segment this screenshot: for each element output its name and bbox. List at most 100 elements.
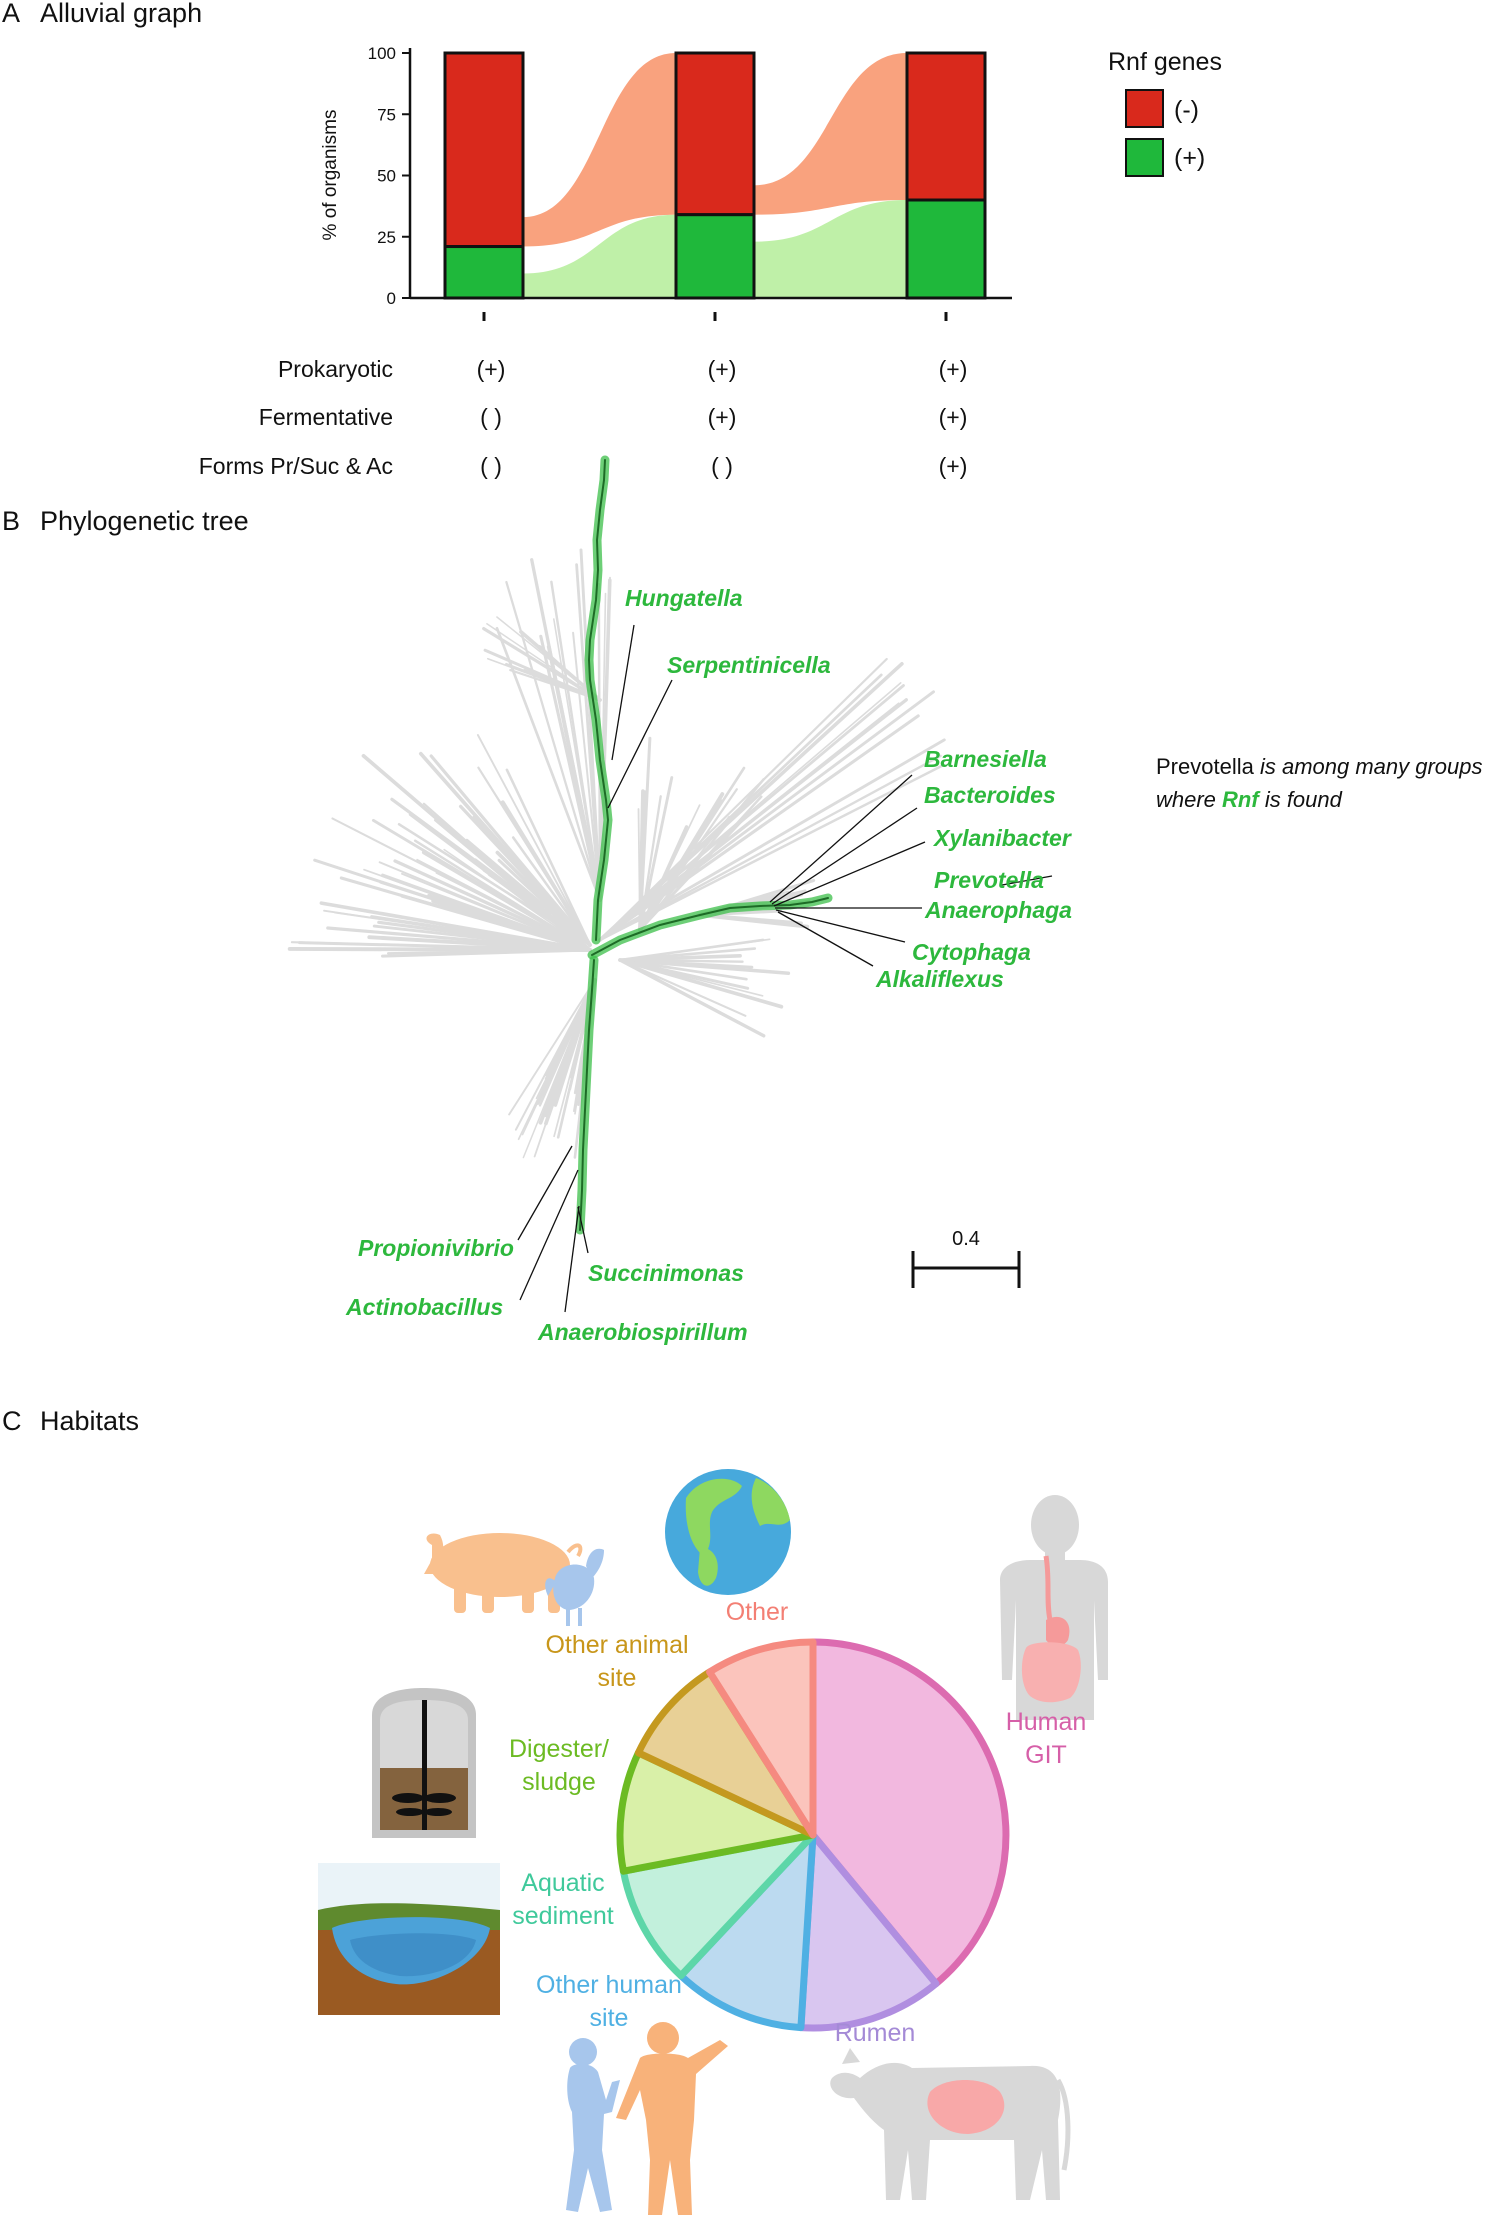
tree-branches-highlighted (575, 455, 833, 1235)
leader-cytophaga (775, 909, 906, 943)
x-axis-ticks (482, 312, 948, 321)
taxon-anaerophaga: Anaerophaga (924, 897, 1072, 923)
habitat-labels: Human GIT Rumen Other human site Aquatic… (509, 1598, 1086, 2047)
gray-branch-4-14 (638, 766, 746, 932)
leader-anaerobiospirillum (564, 1205, 580, 1313)
habitat-label-aquatic-line1: Aquatic (521, 1869, 604, 1897)
pie-slice-human-git (809, 1638, 1010, 1988)
bar-positive-1 (443, 245, 525, 300)
pie-slice-aquatic-sediment (619, 1831, 817, 1980)
row1-col2: (+) (708, 356, 737, 382)
habitat-label-digester-line1: Digester/ (509, 1735, 609, 1763)
gray-branch-1-15 (505, 768, 592, 947)
bar-negative-2 (674, 51, 756, 217)
row2-col3: (+) (939, 404, 968, 430)
bar-negative-1 (443, 51, 525, 249)
gray-branch-2-8 (572, 631, 601, 901)
habitat-label-aquatic-line2: sediment (512, 1902, 613, 1930)
leader-serpentinicella (607, 679, 673, 809)
chicken-icon (545, 1548, 604, 1626)
gray-branch-4-9 (638, 776, 674, 932)
leader-xylanibacter (773, 841, 926, 907)
taxon-hungatella: Hungatella (625, 585, 743, 611)
prevotella-note-line1: Prevotella is among many groups (1156, 754, 1483, 779)
gray-branch-4-13 (638, 790, 647, 932)
gray-branch-3-10 (598, 698, 908, 942)
gray-branch-7-2 (698, 913, 803, 926)
gray-branch-2-6 (495, 626, 602, 902)
habitat-label-other-human-line2: site (590, 2004, 629, 2032)
taxon-anaerobiospirillum: Anaerobiospirillum (537, 1319, 748, 1345)
panel-a-letter: A (2, 0, 20, 28)
bar-positive-3 (905, 198, 987, 300)
alluvial-bars (443, 51, 987, 300)
leader-bacteroides (771, 807, 918, 905)
leader-propionivibrio (517, 1145, 573, 1241)
row1-col3: (+) (939, 356, 968, 382)
gray-branch-6-3 (508, 979, 596, 1116)
gray-branch-8-9 (486, 623, 601, 701)
y-axis-label: % of organisms (320, 110, 341, 241)
row3-col2: ( ) (711, 453, 733, 479)
taxon-succinimonas: Succinimonas (588, 1260, 744, 1286)
taxon-cytophaga: Cytophaga (912, 939, 1031, 965)
taxon-bacteroides: Bacteroides (924, 782, 1056, 808)
taxon-leader-lines (517, 624, 1053, 1313)
bar-positive-2 (674, 213, 756, 300)
gray-branch-1-16 (390, 797, 592, 947)
pie-slice-other-human-site (677, 1831, 817, 2032)
scale-bar: 0.4 (911, 1228, 1021, 1288)
row-label-fermentative: Fermentative (259, 404, 393, 430)
taxon-propionivibrio: Propionivibrio (358, 1235, 514, 1261)
gray-branch-0-28 (377, 920, 592, 952)
gray-branch-5-11 (618, 958, 784, 1009)
gray-branch-5-13 (618, 958, 766, 1038)
panel-c-title: Habitats (40, 1406, 139, 1436)
legend-label-positive: (+) (1174, 144, 1205, 172)
panel-c: C Habitats (2, 1406, 1108, 2215)
row2-col2: (+) (708, 404, 737, 430)
gray-branch-0-24 (319, 901, 592, 952)
habitat-label-other-animal-line2: site (598, 1664, 637, 1692)
panel-b-title: Phylogenetic tree (40, 506, 249, 536)
legend-swatch-positive (1125, 138, 1164, 177)
gray-branch-0-36 (331, 817, 592, 952)
taxon-labels: Hungatella Serpentinicella Barnesiella B… (345, 585, 1072, 1345)
habitat-label-other-human-line1: Other human (536, 1971, 682, 1999)
gray-branch-1-10 (477, 766, 592, 947)
gray-branch-5-5 (618, 958, 754, 969)
panel-b-letter: B (2, 506, 20, 536)
row2-col1: ( ) (480, 404, 502, 430)
gray-branch-6-25 (517, 979, 596, 1141)
habitat-label-rumen: Rumen (835, 2019, 916, 2047)
pie-slice-rumen (797, 1831, 940, 2032)
leader-hungatella (611, 624, 635, 761)
human-body-icon (1000, 1495, 1108, 1720)
panel-c-letter: C (2, 1406, 22, 1436)
gray-branch-4-15 (639, 815, 730, 931)
flow-negative-2 (754, 53, 907, 215)
cow-icon (830, 2048, 1071, 2200)
taxon-prevotella: Prevotella (934, 867, 1044, 893)
gray-branch-2-4 (575, 563, 602, 902)
leader-barnesiella (769, 774, 913, 903)
row1-col1: (+) (477, 356, 506, 382)
taxon-xylanibacter: Xylanibacter (932, 825, 1072, 851)
pond-sediment-icon (318, 1863, 500, 2015)
habitat-label-human-git-line1: Human (1006, 1708, 1087, 1736)
trait-table: Prokaryotic Fermentative Forms Pr/Suc & … (199, 356, 968, 479)
legend-swatch-negative (1125, 89, 1164, 128)
bar-negative-3 (905, 51, 987, 202)
gray-branch-3-8 (598, 661, 904, 942)
y-tick-label-25: 25 (377, 228, 396, 247)
y-tick-label-0: 0 (387, 289, 396, 308)
y-tick-label-50: 50 (377, 167, 396, 186)
pie-slice-other (706, 1638, 817, 1839)
taxon-serpentinicella: Serpentinicella (667, 652, 831, 678)
flow-negative-1 (523, 53, 676, 247)
flow-positive-1 (523, 214, 676, 298)
legend-title: Rnf genes (1108, 48, 1222, 76)
taxon-barnesiella: Barnesiella (924, 746, 1047, 772)
gray-branch-0-16 (393, 859, 592, 952)
y-tick-label-75: 75 (377, 105, 396, 124)
